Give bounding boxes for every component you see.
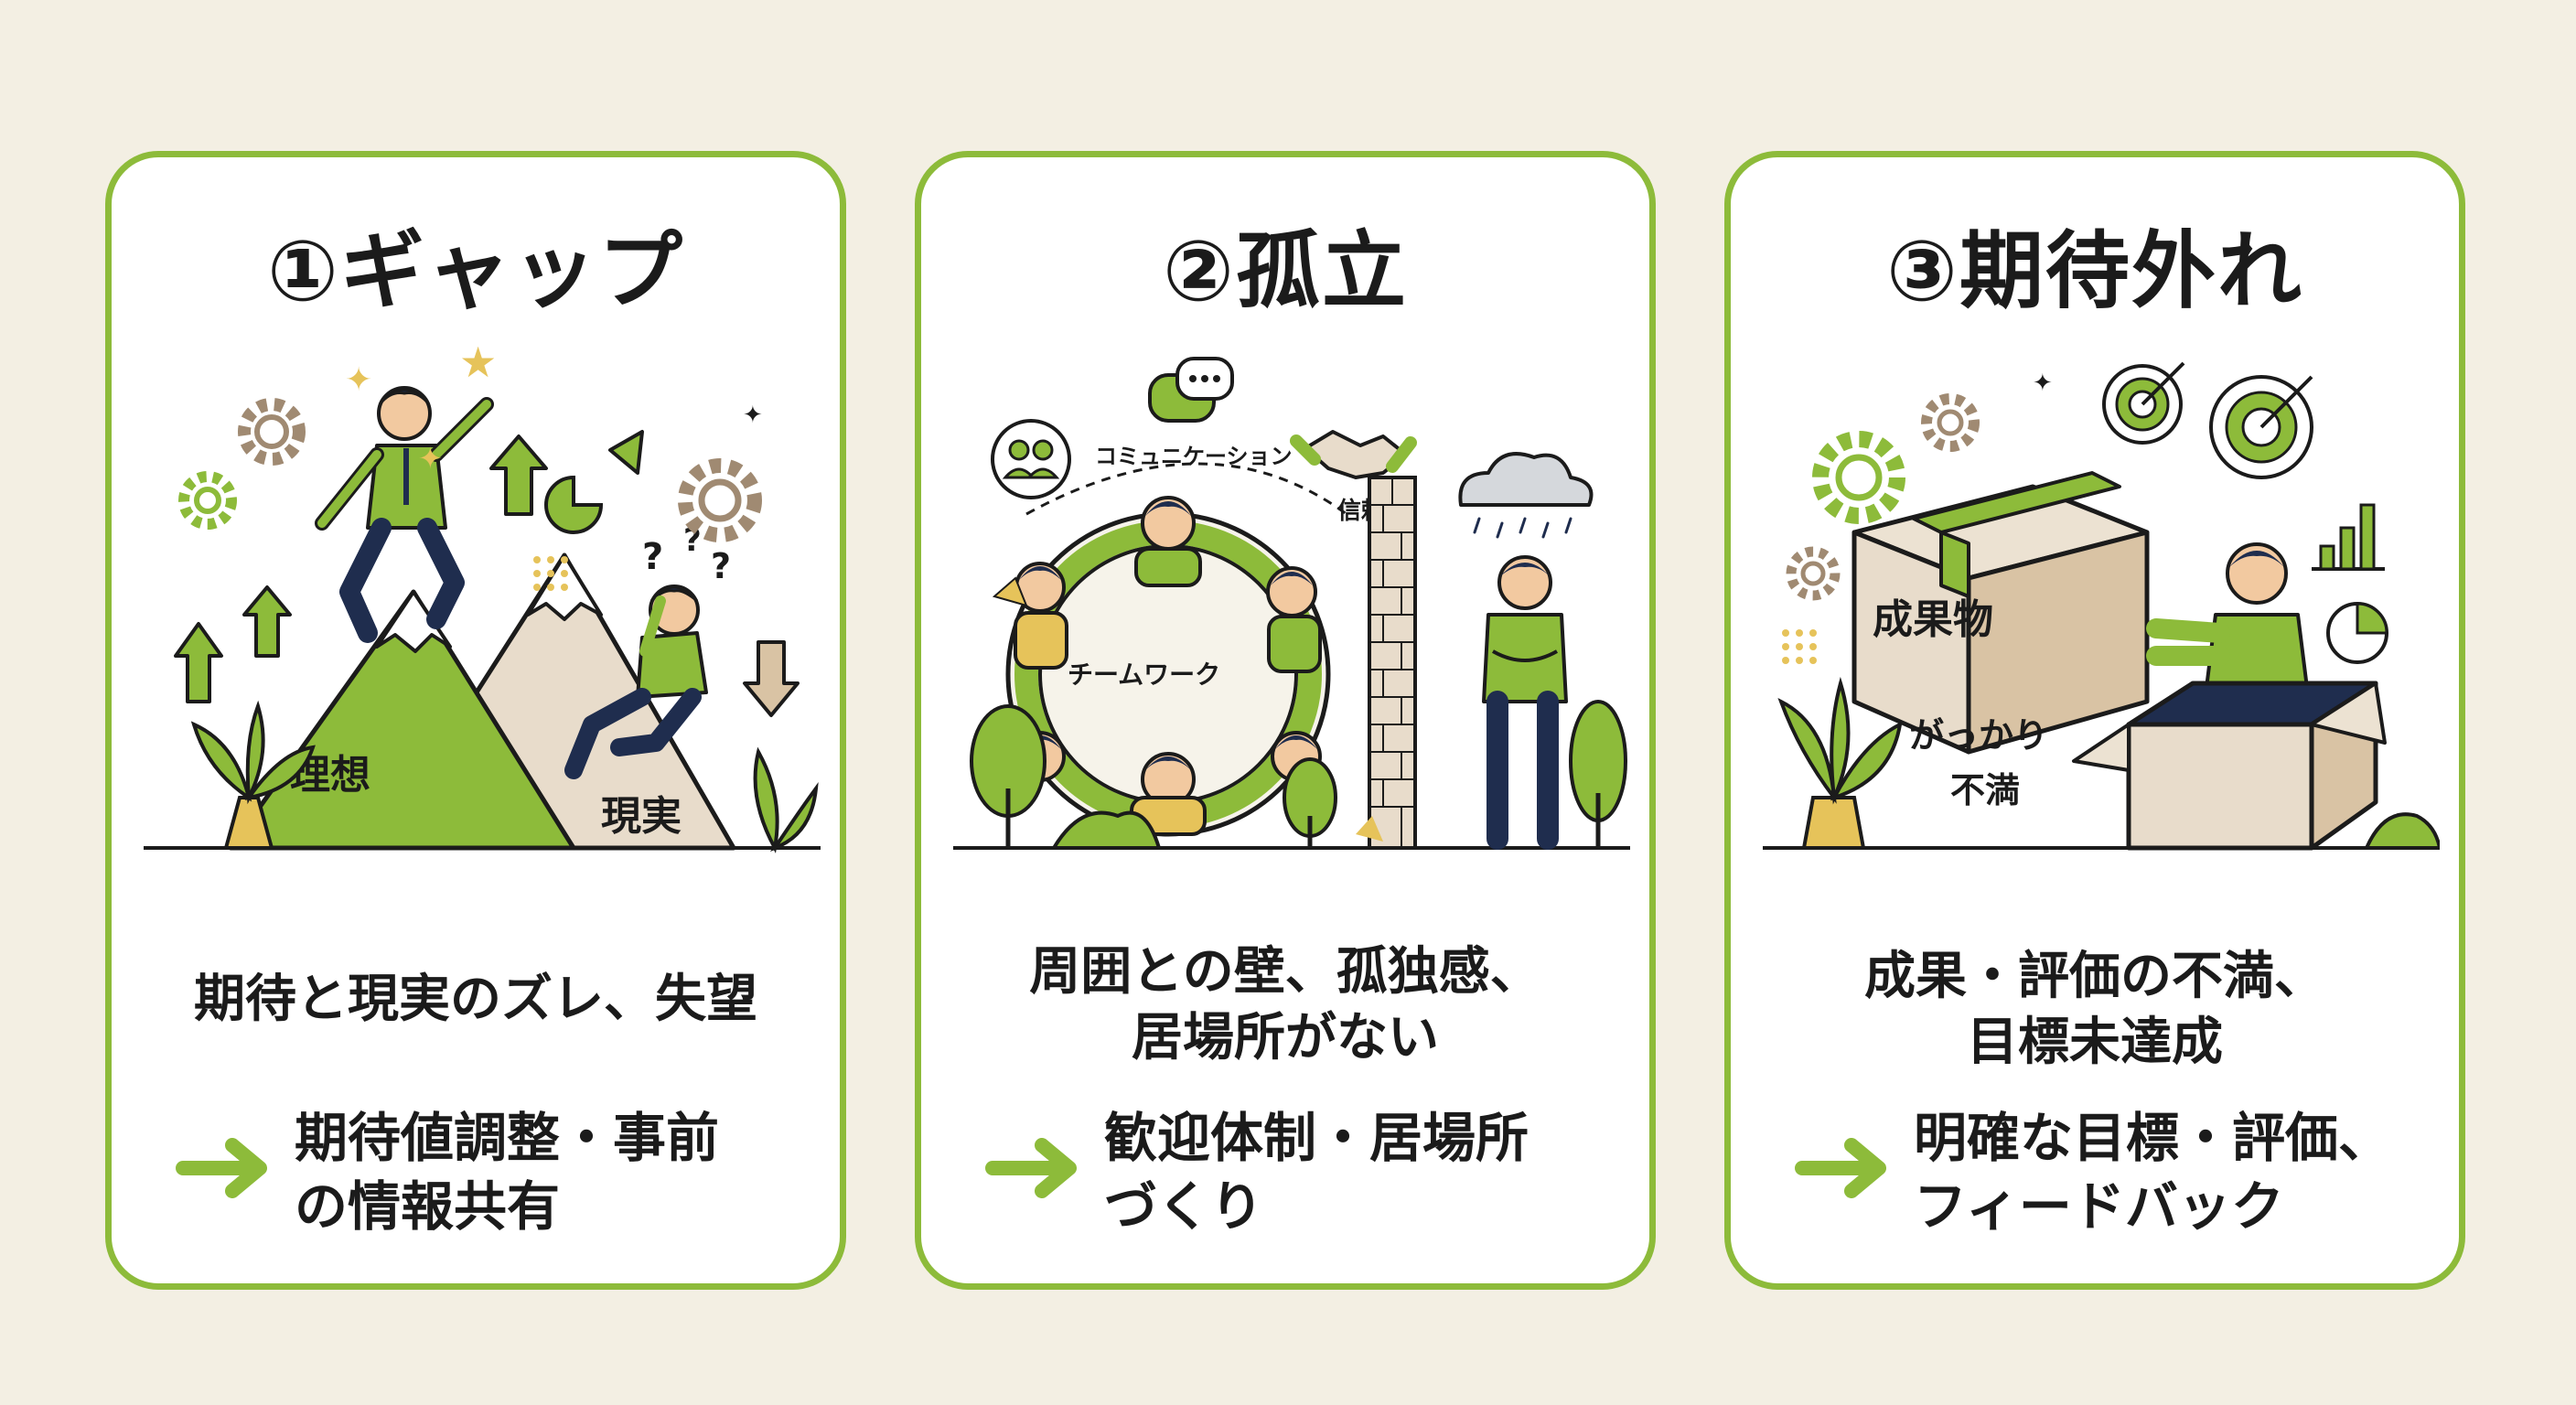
question-mark-icon: ? [683, 522, 702, 559]
person-climbing-icon [315, 386, 494, 643]
solution-line: づくり [1104, 1175, 1264, 1239]
solution-text: 歓迎体制・居場所 づくり [1104, 1104, 1653, 1242]
problem-line: 成果・評価の不満、 [1864, 947, 2325, 1006]
star-icon: ✦ [418, 441, 443, 476]
star-icon: ✦ [345, 361, 372, 399]
handshake-icon [1290, 430, 1417, 479]
group-icon [991, 419, 1071, 499]
star-icon: ✦ [743, 402, 763, 429]
bush-icon [1050, 810, 1162, 850]
pie-chart-icon [2326, 602, 2388, 664]
team-circle-icon [1005, 496, 1331, 837]
target-icon [2209, 375, 2313, 479]
brick-wall-icon [1368, 476, 1417, 850]
illustration-gap: 理想 現実 [144, 340, 821, 926]
illustration-isolation: コミュニケーション 信頼 [953, 340, 1630, 926]
gear-icon [1786, 546, 1841, 601]
solution-text: 明確な目標・評価、 フィードバック [1914, 1104, 2463, 1242]
target-icon [2102, 361, 2185, 445]
gear-icon [238, 398, 306, 466]
pie-chart-icon [544, 430, 644, 534]
dot-pattern [533, 556, 568, 591]
bar-chart-icon [2312, 503, 2385, 571]
disappointment-illustration-svg: ✦ 成果物 [1763, 361, 2440, 851]
tree-icon [1283, 757, 1337, 848]
tree-icon [970, 704, 1046, 848]
problem-text: 期待と現実のズレ、失望 [112, 967, 840, 1033]
sad-person-icon [1482, 555, 1568, 850]
gear-icon [1921, 393, 1980, 452]
isolation-illustration-svg: コミュニケーション 信頼 [953, 357, 1630, 850]
arrow-right-icon [985, 1138, 1077, 1198]
triangle-deco [992, 576, 1028, 607]
star-icon: ✦ [2033, 370, 2053, 397]
card-gap: ①ギャップ 理想 現実 [105, 151, 846, 1290]
tree-icon [1569, 700, 1627, 848]
gear-icon [678, 458, 762, 542]
label-communication: コミュニケーション [1095, 444, 1293, 469]
question-mark-icon: ? [642, 536, 663, 578]
problem-text: 周囲との壁、孤独感、 居場所がない [921, 939, 1649, 1070]
solution-line: 明確な目標・評価、 [1914, 1107, 2392, 1169]
question-mark-icon: ? [711, 546, 731, 586]
solution-line: 期待値調整・事前 [295, 1107, 720, 1169]
mountain-icon [228, 589, 576, 851]
solution-line: 歓迎体制・居場所 [1104, 1107, 1530, 1169]
person-falling-icon [564, 585, 708, 779]
solution-text: 期待値調整・事前 の情報共有 [295, 1104, 843, 1242]
illustration-disappointment: ✦ 成果物 [1763, 340, 2440, 926]
problem-line: 期待と現実のズレ、失望 [194, 970, 757, 1029]
arrow-right-icon [1795, 1138, 1886, 1198]
solution-line: フィードバック [1914, 1175, 2284, 1239]
solution-block: 歓迎体制・居場所 づくり [985, 1104, 1644, 1250]
solution-line: の情報共有 [295, 1175, 561, 1239]
card-isolation: ②孤立 コミュニケーシ [915, 151, 1656, 1290]
label-deliverable: 成果物 [1873, 596, 1993, 643]
card-title: ①ギャップ [267, 222, 684, 320]
star-icon: ★ [459, 340, 497, 387]
label-reality: 現実 [601, 793, 682, 840]
gear-icon [178, 471, 237, 530]
card-disappointment: ③期待外れ ✦ [1724, 151, 2465, 1290]
label-dissatisfaction: 不満 [1950, 770, 2020, 810]
problem-line: 居場所がない [1132, 1007, 1439, 1067]
solution-block: 期待値調整・事前 の情報共有 [176, 1104, 834, 1250]
triangle-deco [1356, 816, 1383, 842]
connection-arc [1025, 462, 1347, 516]
arrow-up-icon [174, 434, 548, 703]
plant-icon [190, 700, 316, 850]
problem-line: 目標未達成 [1967, 1012, 2223, 1072]
plant-icon [753, 746, 819, 853]
box-icon [1852, 471, 2150, 755]
solution-block: 明確な目標・評価、 フィードバック [1795, 1104, 2453, 1250]
gear-icon [1812, 431, 1905, 524]
card-title: ②孤立 [1163, 222, 1408, 320]
rain-cloud-icon [1458, 452, 1594, 539]
open-box-icon [2072, 681, 2387, 851]
problem-line: 周囲との壁、孤独感、 [1029, 942, 1541, 1002]
arrow-right-icon [176, 1138, 267, 1198]
plant-icon [1777, 676, 1903, 850]
problem-text: 成果・評価の不満、 目標未達成 [1731, 944, 2459, 1075]
chat-bubble-icon [1148, 357, 1234, 423]
arrow-down-icon [743, 640, 800, 717]
bush-icon [2363, 812, 2440, 850]
dot-pattern [1782, 629, 1817, 664]
card-title: ③期待外れ [1886, 222, 2303, 320]
gap-illustration-svg: 理想 現実 [144, 340, 821, 853]
label-teamwork: チームワーク [1068, 660, 1220, 690]
label-disappointment: がっかり [1909, 715, 2048, 756]
